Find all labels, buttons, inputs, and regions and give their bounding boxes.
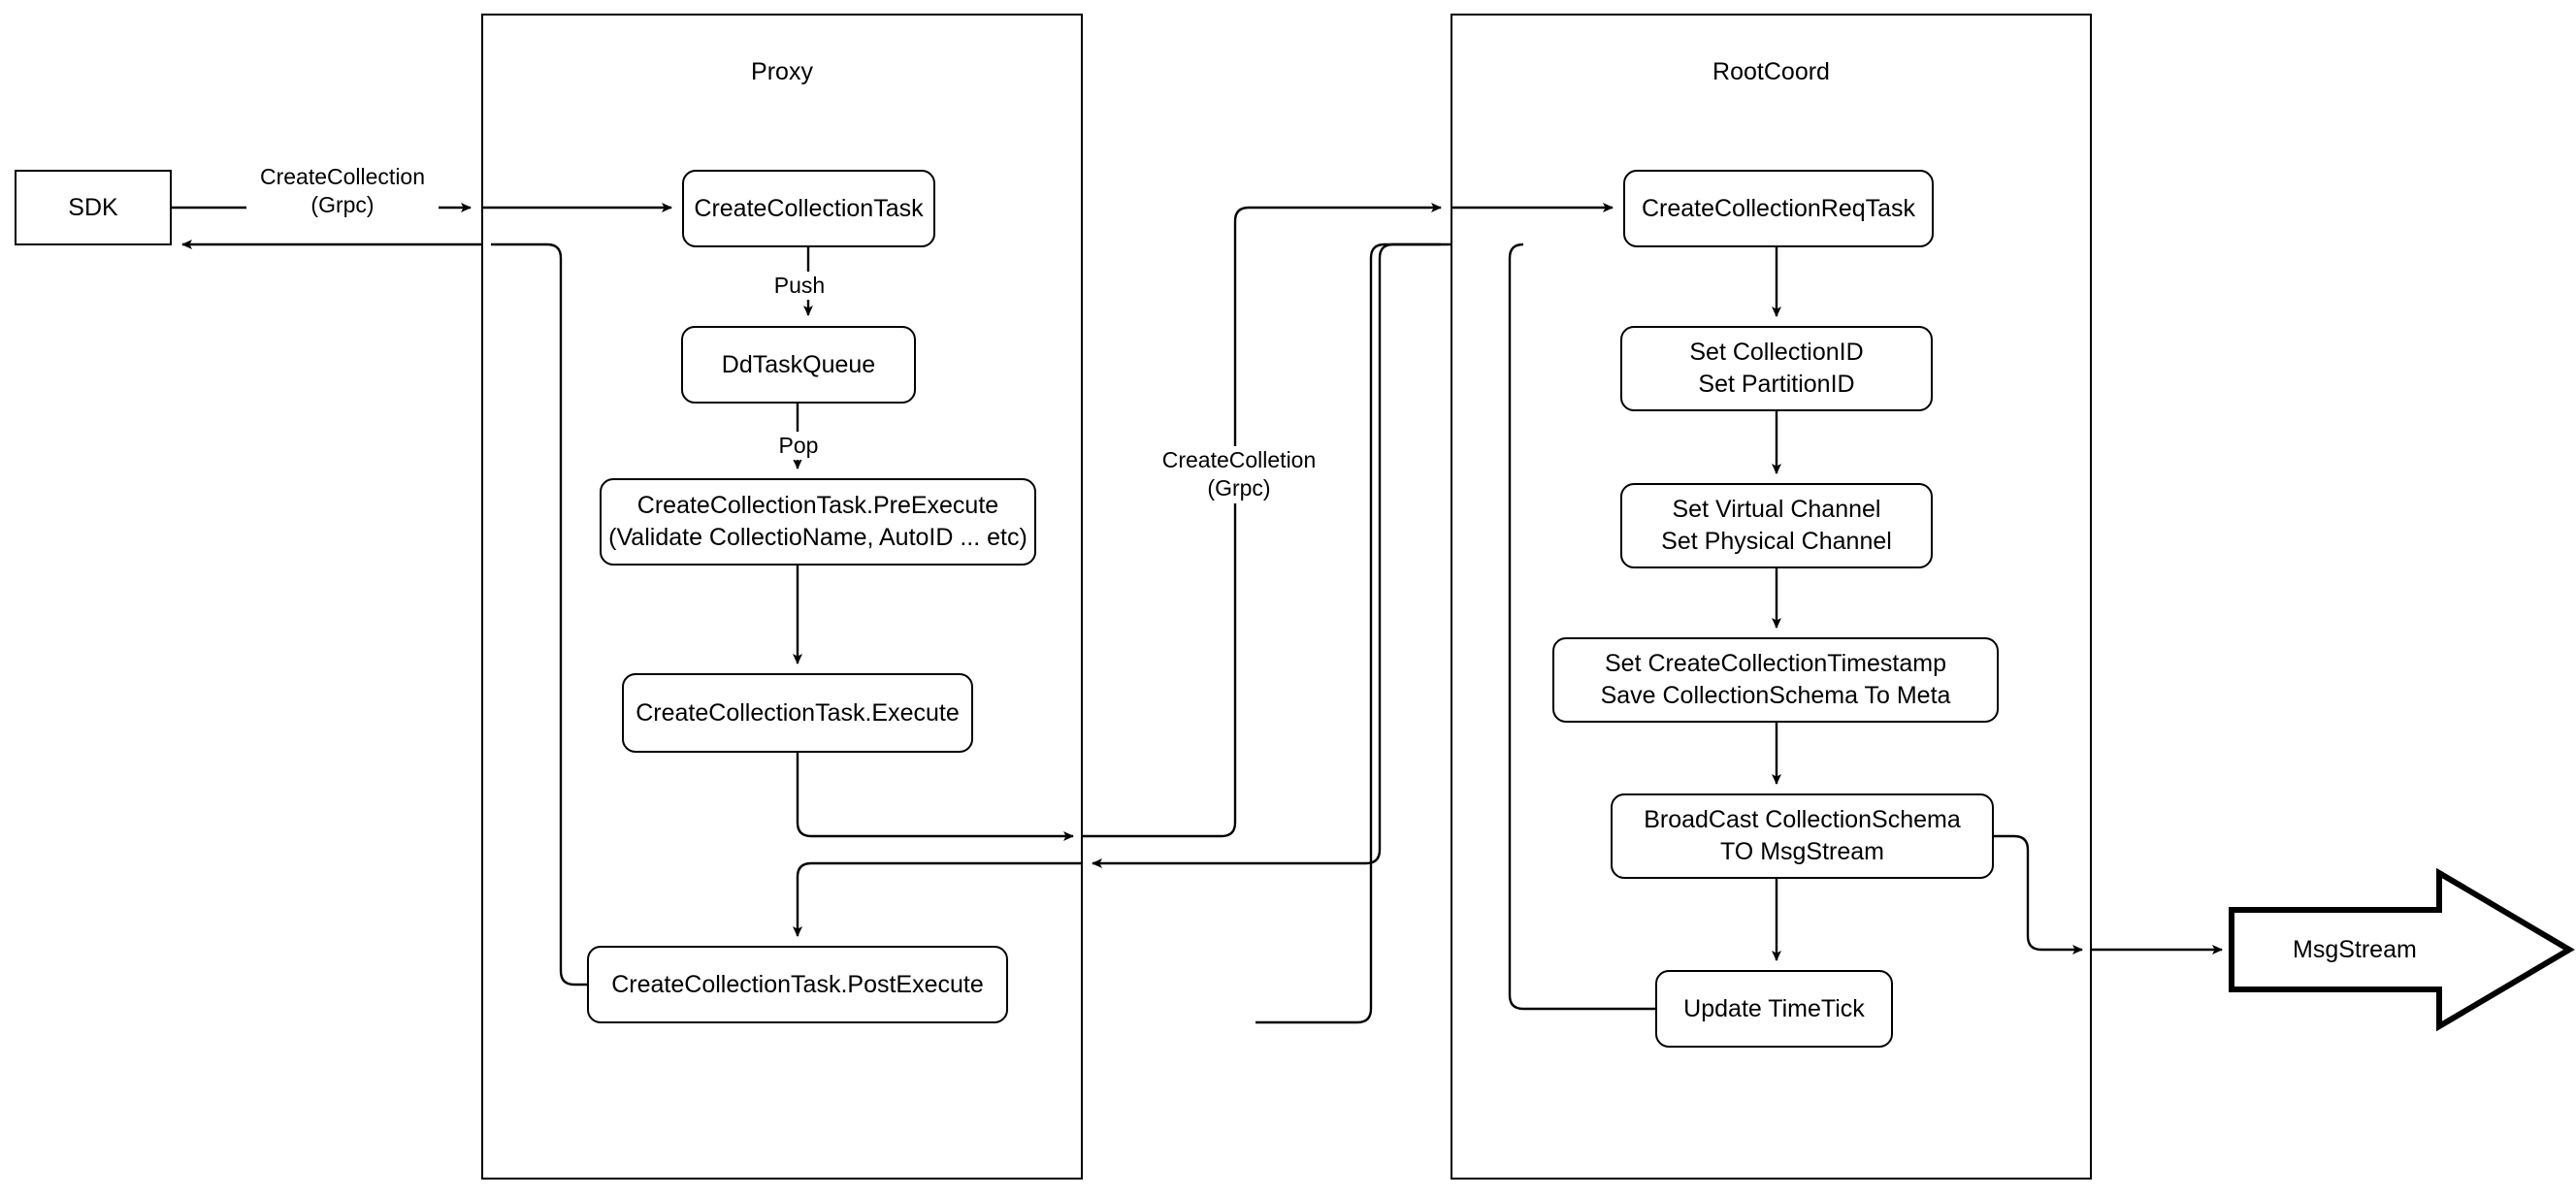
edge-timetick-to-return (1508, 243, 1655, 1011)
node-update-timetick[interactable]: Update TimeTick (1655, 970, 1893, 1048)
node-pre-execute[interactable]: CreateCollectionTask.PreExecute (Validat… (600, 478, 1036, 566)
edge-rootcoord-return-out (1255, 243, 1451, 1024)
container-proxy (481, 14, 1083, 1180)
node-post-execute[interactable]: CreateCollectionTask.PostExecute (587, 946, 1008, 1023)
node-create-collection-task[interactable]: CreateCollectionTask (682, 170, 935, 247)
edge-label-create-colletion-grpc: CreateColletion (Grpc) (1143, 446, 1335, 503)
node-create-collection-req-task[interactable]: CreateCollectionReqTask (1623, 170, 1934, 247)
container-proxy-label: Proxy (751, 58, 813, 85)
edge-grpc-return-to-proxy (1092, 243, 1441, 868)
node-execute[interactable]: CreateCollectionTask.Execute (622, 673, 973, 753)
edge-return-into-postexecute (793, 861, 1083, 937)
edge-broadcast-to-msgstream (1994, 834, 2083, 954)
msgstream-arrow-shape (2229, 867, 2575, 1032)
edge-postexecute-to-return (491, 243, 587, 987)
edge-execute-to-rootcoord-out (796, 753, 1074, 841)
node-sdk[interactable]: SDK (15, 170, 172, 245)
msgstream-label: MsgStream (2293, 936, 2417, 963)
edge-proxy-to-grpc-riser (1083, 203, 1442, 838)
edge-label-pop: Pop (766, 432, 831, 461)
edge-label-push: Push (762, 272, 837, 301)
container-rootcoord (1451, 14, 2092, 1180)
node-broadcast[interactable]: BroadCast CollectionSchema TO MsgStream (1611, 793, 1994, 879)
node-set-channels[interactable]: Set Virtual Channel Set Physical Channel (1620, 483, 1933, 568)
node-set-ids[interactable]: Set CollectionID Set PartitionID (1620, 326, 1933, 411)
node-dd-task-queue[interactable]: DdTaskQueue (681, 326, 916, 404)
container-rootcoord-label: RootCoord (1712, 58, 1830, 85)
edge-label-create-collection-grpc: CreateCollection (Grpc) (246, 163, 439, 220)
node-set-timestamp[interactable]: Set CreateCollectionTimestamp Save Colle… (1552, 637, 1999, 723)
